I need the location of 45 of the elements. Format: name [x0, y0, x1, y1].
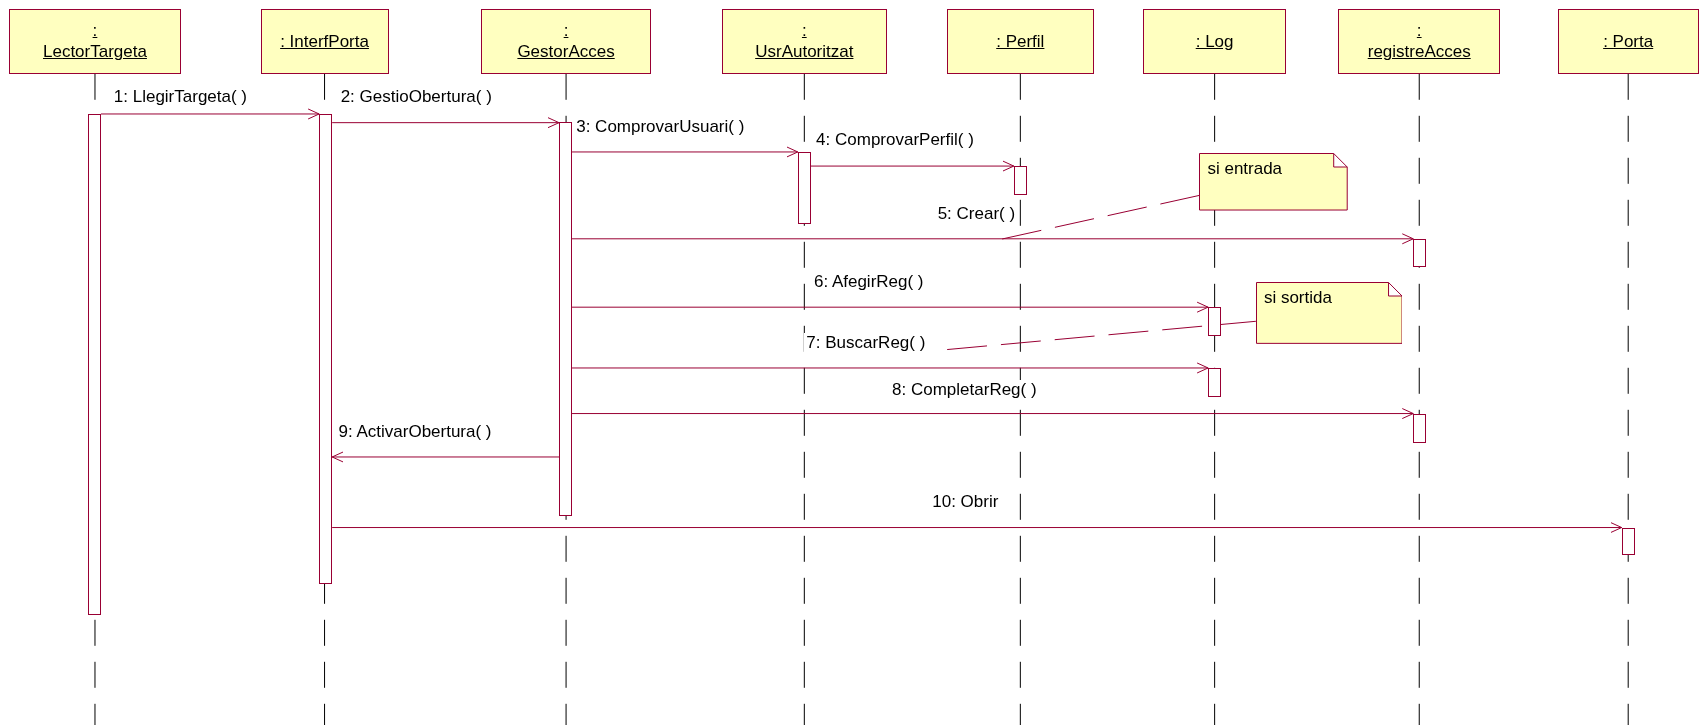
message-arrow	[571, 301, 1209, 313]
activation-bar	[797, 151, 811, 224]
object-label: : UsrAutoritzat	[755, 20, 854, 63]
activation-bar	[87, 113, 101, 616]
object-label: : Perfil	[996, 30, 1045, 52]
message-arrow	[100, 108, 320, 120]
object-box	[1557, 8, 1699, 74]
object-box	[1338, 8, 1501, 74]
activation-bar	[1208, 307, 1222, 337]
message-arrow	[331, 522, 1623, 534]
object-box	[260, 8, 389, 74]
message-arrow	[571, 146, 799, 158]
object-label: : registreAcces	[1367, 20, 1471, 63]
object-label: : LectorTargeta	[43, 20, 147, 63]
activation-bar	[1208, 367, 1222, 398]
message-arrow	[331, 117, 560, 129]
note-text: si sortida	[1263, 288, 1332, 309]
activation-bar	[1413, 413, 1427, 443]
activation-bar	[1413, 238, 1427, 267]
activation-bar	[1621, 527, 1635, 555]
message-label: 9: ActivarObertura( )	[336, 422, 494, 443]
object-box	[480, 8, 652, 74]
note-text: si entrada	[1207, 159, 1283, 180]
message-arrow	[571, 362, 1209, 374]
message-label: 4: ComprovarPerfil( )	[814, 130, 976, 151]
object-box	[946, 8, 1095, 74]
object-label: : GestorAcces	[517, 20, 615, 63]
message-arrow	[571, 408, 1414, 420]
activation-bar	[559, 121, 572, 516]
object-box	[1143, 8, 1287, 74]
message-arrow	[331, 451, 560, 463]
message-label: 3: ComprovarUsuari( )	[574, 117, 747, 138]
object-label: : InterfPorta	[280, 30, 369, 52]
message-label: 5: Crear( )	[935, 204, 1018, 225]
message-arrow	[810, 160, 1015, 172]
object-box	[8, 8, 182, 74]
message-label: 6: AfegirReg( )	[811, 272, 926, 293]
activation-bar	[319, 113, 333, 584]
message-label: 7: BuscarReg( )	[804, 333, 928, 354]
message-arrow	[571, 233, 1414, 245]
object-box	[721, 8, 887, 74]
object-label: : Porta	[1603, 30, 1654, 52]
object-label: : Log	[1195, 30, 1234, 52]
activation-bar	[1013, 166, 1027, 196]
message-label: 8: CompletarReg( )	[890, 379, 1039, 400]
